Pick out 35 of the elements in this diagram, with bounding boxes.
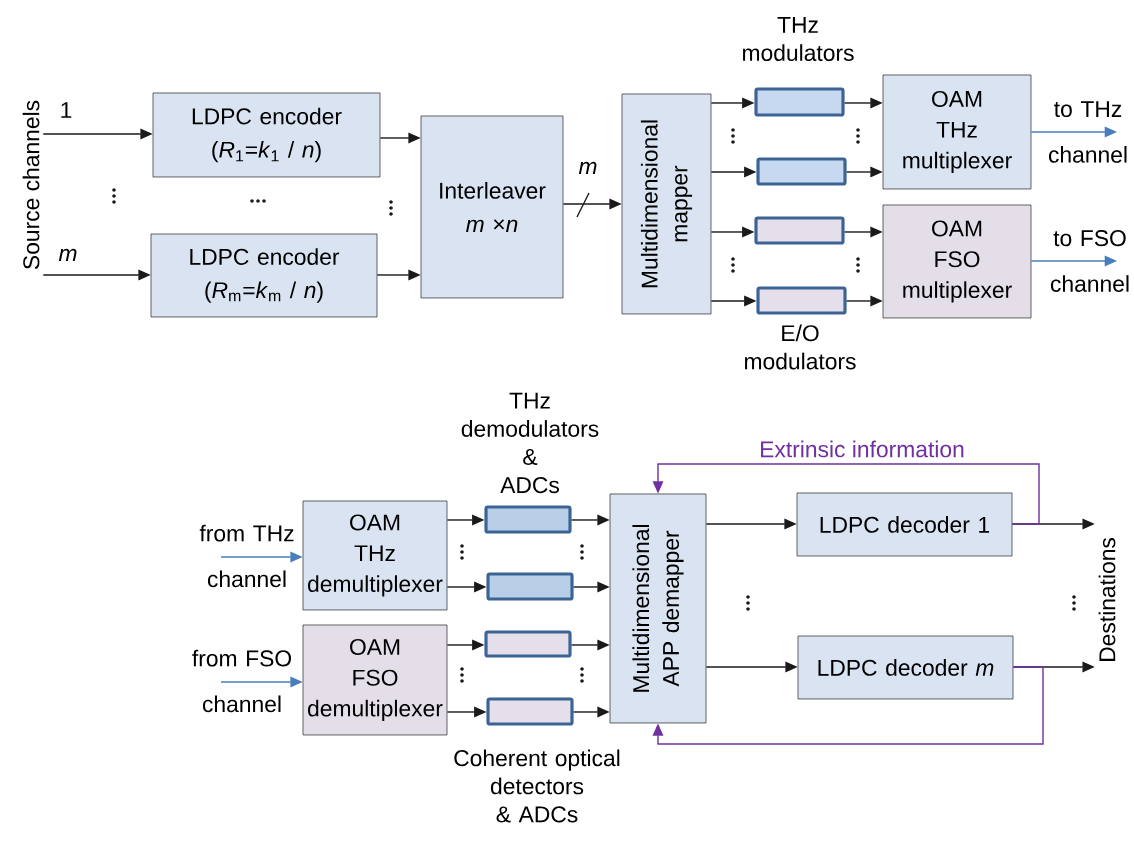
edge-label: m <box>58 248 77 262</box>
block-label: Coherent optical detectors & ADCs <box>454 749 620 823</box>
small-block <box>486 697 574 726</box>
edge-label: from THz channel <box>199 524 294 588</box>
block-label: E/O modulators <box>745 324 856 370</box>
process-box: Multidimensional APP demapper <box>609 493 707 724</box>
edge-label: m <box>578 161 597 175</box>
small-block <box>754 216 845 245</box>
edge-label: to FSO channel <box>1050 230 1129 292</box>
small-block <box>486 572 574 601</box>
edge-label: 1 <box>61 102 72 118</box>
process-box: Multidimensional mapper <box>621 93 712 315</box>
process-box: OAM FSO multiplexer <box>882 204 1032 319</box>
small-block <box>756 157 847 186</box>
edge-label: to THz channel <box>1048 101 1127 163</box>
edge-label: Extrinsic information <box>761 440 964 458</box>
side-label: Destinations <box>1098 537 1116 661</box>
block-label: THz modulators <box>743 16 854 61</box>
small-block <box>484 505 572 534</box>
process-box: LDPC decoder m <box>797 635 1014 700</box>
process-box: Interleaver m ×n <box>420 115 564 299</box>
small-block <box>484 630 572 658</box>
process-box: OAM FSO demultiplexer <box>302 624 448 736</box>
process-box: OAM THz demultiplexer <box>302 500 448 611</box>
arrow <box>652 463 1040 525</box>
small-block <box>756 286 847 315</box>
edge-label: from FSO channel <box>192 649 292 713</box>
side-label: Source channels <box>22 100 40 269</box>
process-box: LDPC decoder 1 <box>796 492 1013 557</box>
process-box: LDPC encoder (R$_{m}$=k$_{m}$ / n) <box>150 233 378 318</box>
process-box: OAM THz multiplexer <box>882 74 1032 190</box>
small-block <box>754 87 845 117</box>
process-box: LDPC encoder (R$_{1}$=k$_{1}$ / n) <box>152 92 381 178</box>
block-label: THz demodulators & ADCs <box>461 392 599 494</box>
arrow <box>652 666 1044 745</box>
